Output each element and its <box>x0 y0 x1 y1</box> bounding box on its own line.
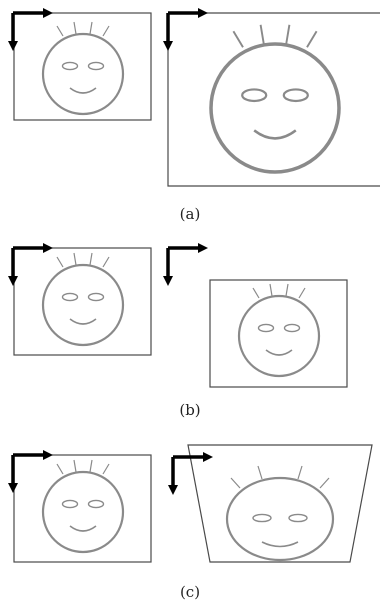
panel-a-transformed <box>161 6 380 187</box>
panel-b-transformed <box>161 241 348 388</box>
caption-a: (a) <box>180 205 201 223</box>
smiley-face-icon <box>41 458 125 554</box>
coordinate-axes-icon <box>6 241 55 288</box>
panel-b-original <box>6 241 152 356</box>
coordinate-axes-icon <box>161 6 210 53</box>
coordinate-axes-icon <box>6 6 55 53</box>
panel-b: (b) <box>6 241 348 419</box>
smiley-face-icon <box>41 251 125 347</box>
smiley-face-icon <box>209 23 341 174</box>
panel-c-transformed <box>166 444 373 563</box>
image-frame <box>209 279 348 388</box>
smiley-face-icon <box>225 465 335 562</box>
coordinate-axes-icon <box>161 241 210 288</box>
image-frame <box>13 247 152 356</box>
image-frame <box>167 12 380 187</box>
panel-c-original <box>6 448 152 563</box>
image-frame <box>13 12 152 121</box>
image-frame <box>187 444 373 563</box>
caption-c: (c) <box>180 583 200 601</box>
coordinate-axes-icon <box>6 448 55 495</box>
caption-b: (b) <box>179 401 200 419</box>
panel-a-original <box>6 6 152 121</box>
image-frame <box>13 454 152 563</box>
coordinate-axes-icon <box>166 450 215 497</box>
panel-a: (a) <box>6 6 380 223</box>
panel-c: (c) <box>6 444 373 601</box>
smiley-face-icon <box>237 282 321 378</box>
smiley-face-icon <box>41 20 125 116</box>
